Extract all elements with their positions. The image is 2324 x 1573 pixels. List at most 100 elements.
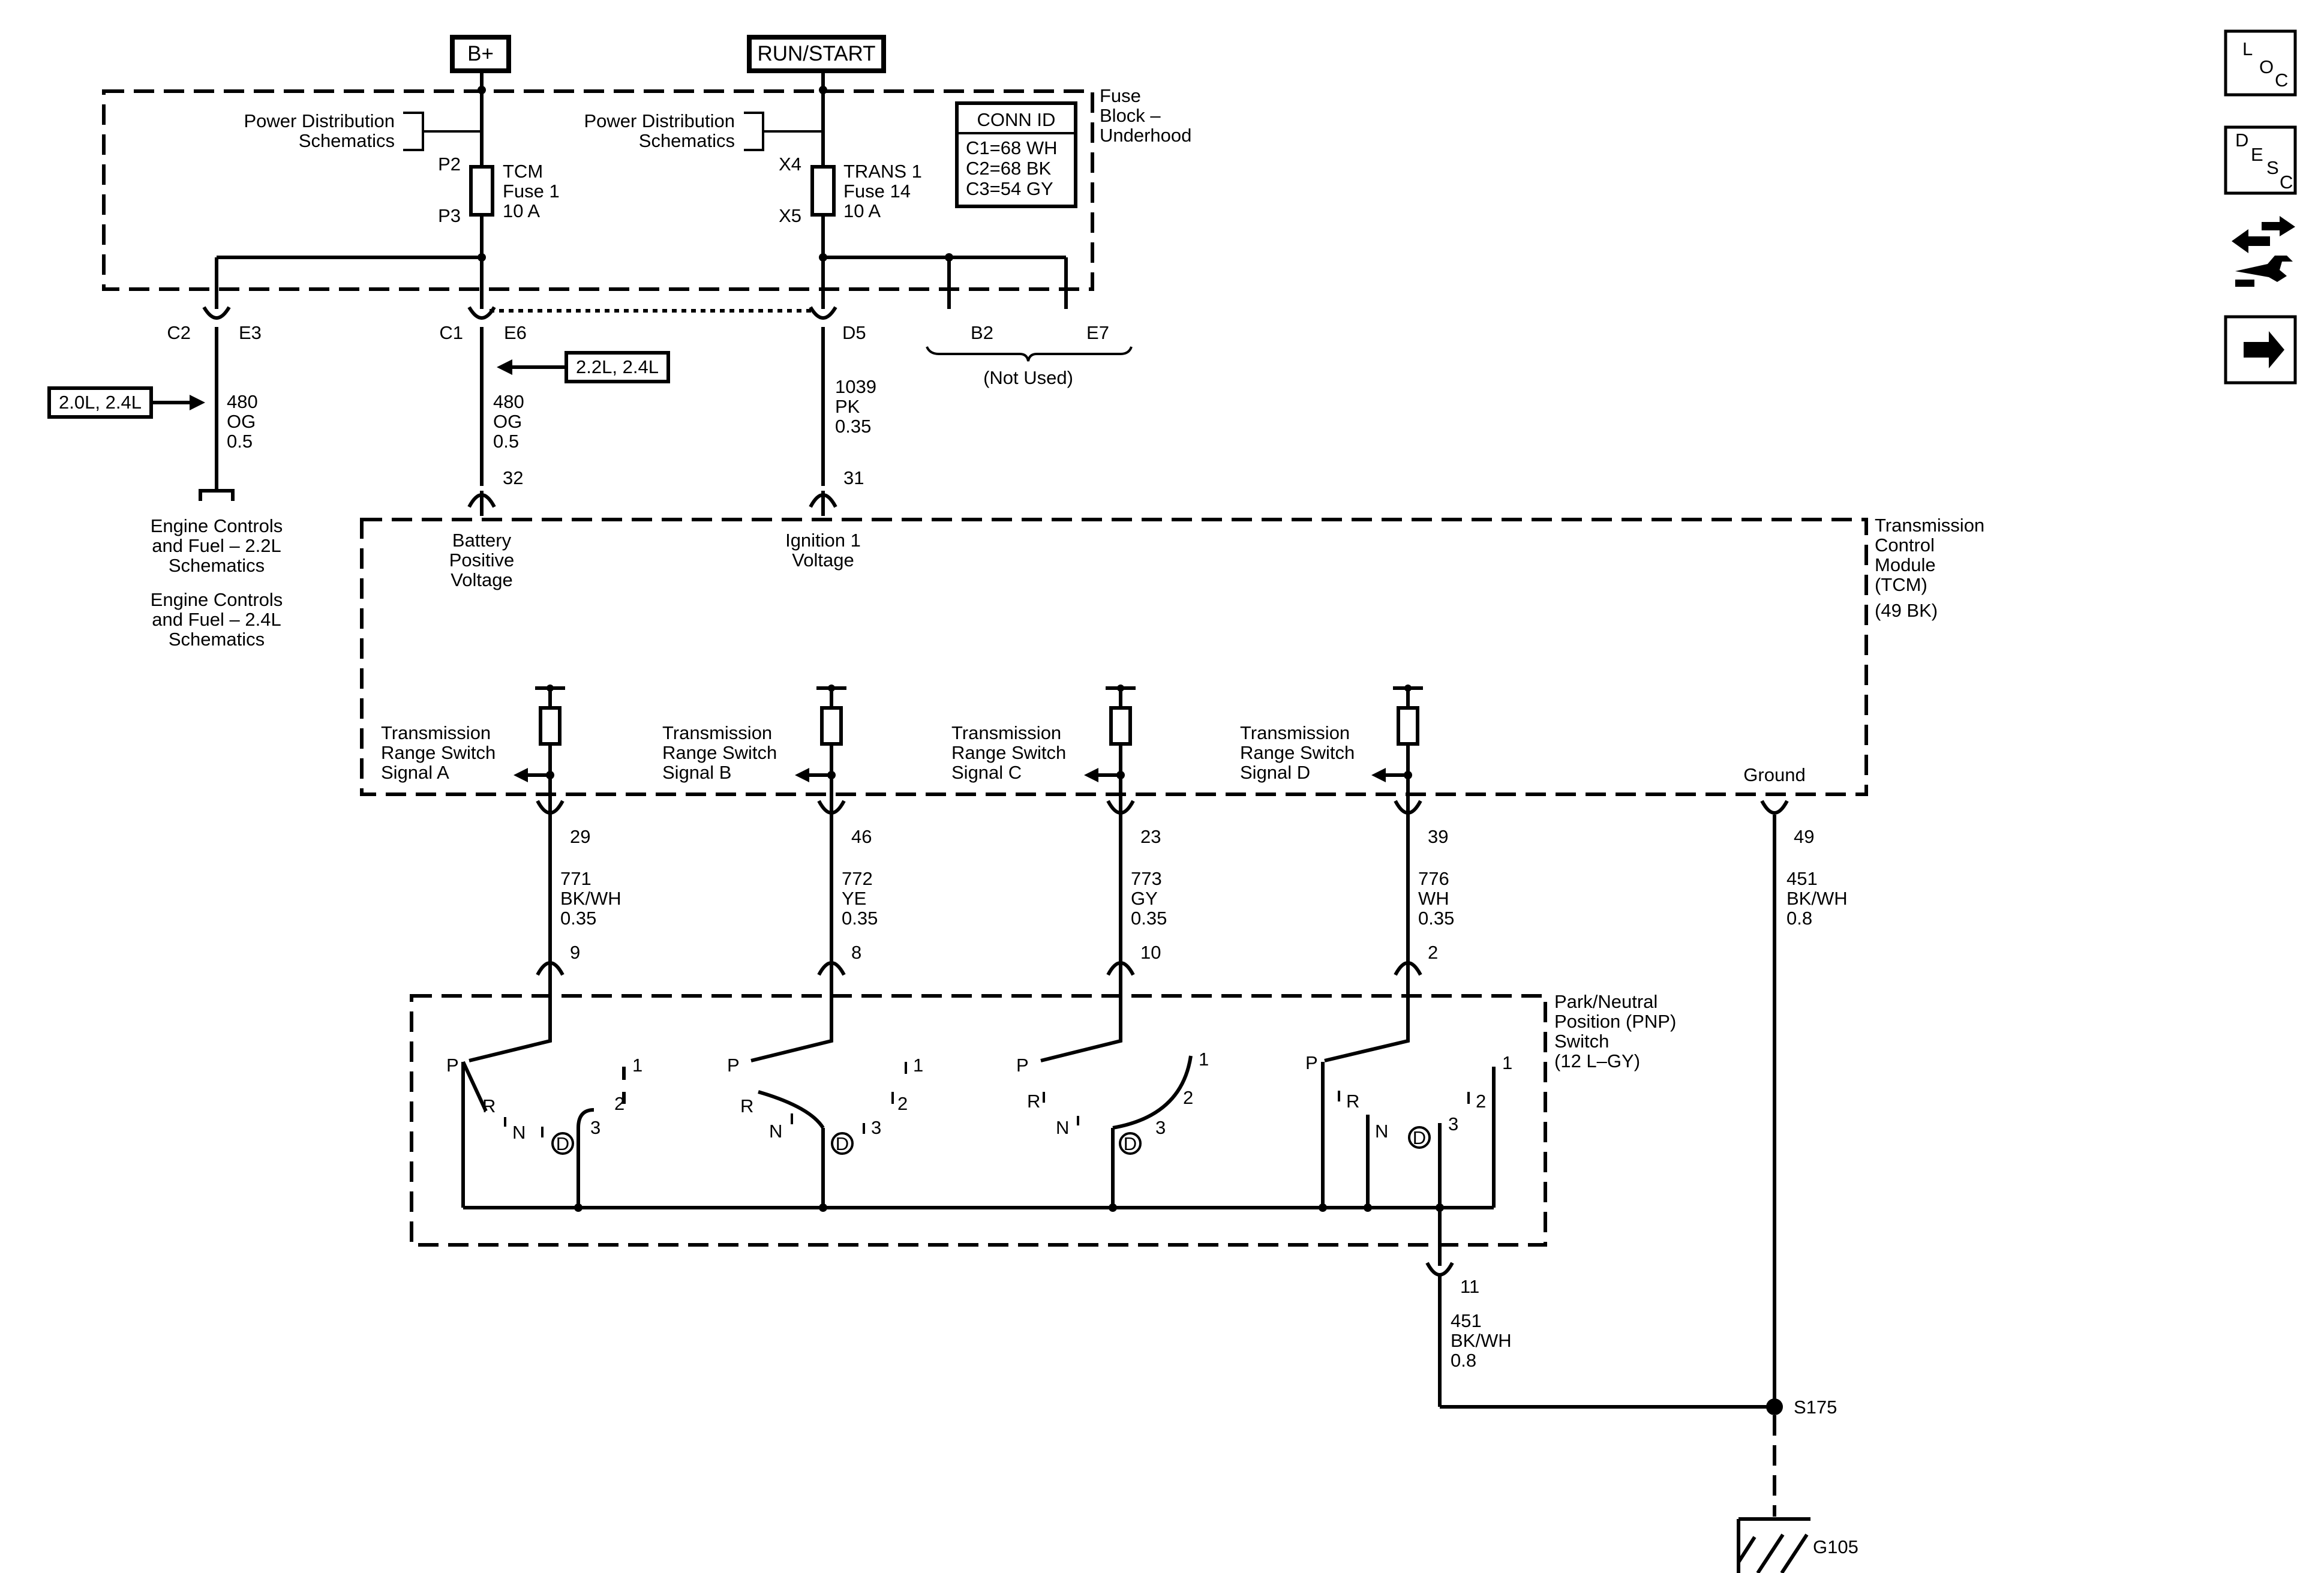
- tcm-signal-a: Transmission Range Switch Signal A 29: [381, 685, 590, 847]
- wire-1039-gauge: 0.35: [835, 416, 871, 437]
- pnp-switch-c: P R N D 3 2 1: [1016, 984, 1209, 1212]
- pnp-switch-d: P R N D 3 2 1: [1305, 984, 1512, 1212]
- pos-2-b: 2: [897, 1093, 908, 1114]
- tcm-signal-d: Transmission Range Switch Signal D 39: [1240, 685, 1448, 847]
- connector-cup-d5: [809, 306, 837, 320]
- wire-480-mid-color: OG: [493, 411, 522, 432]
- batt-label-1: Battery: [452, 530, 512, 551]
- loc-o: O: [2259, 56, 2274, 77]
- signal-c-label-2: Range Switch: [951, 742, 1066, 763]
- pnp-ground-cup: [1425, 1262, 1454, 1277]
- pnp-pin-9: 9: [570, 942, 580, 963]
- tcm-title-5: (49 BK): [1875, 600, 1938, 621]
- pos-p-a: P: [446, 1055, 459, 1076]
- signal-b-label-2: Range Switch: [662, 742, 777, 763]
- tcm-title-2: Control: [1875, 535, 1935, 556]
- fuse-block-outline: [102, 89, 1094, 291]
- option-tag-left-text: 2.0L, 2.4L: [59, 392, 142, 413]
- conn-id-box: CONN ID C1=68 WH C2=68 BK C3=54 GY: [955, 101, 1077, 208]
- pnp-pin-2-cup: [1394, 961, 1422, 976]
- pos-n-d: N: [1375, 1121, 1388, 1142]
- engine-ref-2: and Fuel – 2.2L: [152, 535, 281, 556]
- pos-d-c: D: [1124, 1133, 1137, 1154]
- pnp-pin-8: 8: [851, 942, 861, 963]
- bplus-source: B+: [450, 35, 511, 73]
- pnp-title-4: (12 L–GY): [1554, 1050, 1640, 1071]
- pwr-ref-right-2: Schematics: [639, 130, 735, 151]
- tcm-fuse-rating: 10 A: [503, 200, 540, 221]
- signal-b-pin: 46: [851, 826, 872, 847]
- wire-773-circuit: 773: [1131, 868, 1162, 889]
- ign-label-1: Ignition 1: [785, 530, 861, 551]
- desc-button[interactable]: D E S C: [2224, 125, 2297, 195]
- trans-fuse-rating: 10 A: [843, 200, 881, 221]
- arrow-right-icon: [2244, 331, 2284, 368]
- option-tag-middle-text: 2.2L, 2.4L: [576, 356, 659, 377]
- pos-n-c: N: [1056, 1117, 1069, 1138]
- pos-r-c: R: [1027, 1091, 1040, 1112]
- ign-label-2: Voltage: [792, 550, 854, 571]
- pos-1-b: 1: [913, 1055, 923, 1076]
- signal-d-pin: 39: [1428, 826, 1448, 847]
- pos-2-c: 2: [1183, 1087, 1193, 1108]
- pos-r-d: R: [1346, 1091, 1359, 1112]
- tcm-pin-32: 32: [503, 467, 523, 488]
- wire-772-circuit: 772: [842, 868, 873, 889]
- signal-c-label-1: Transmission: [951, 722, 1061, 743]
- pos-n-a: N: [512, 1122, 526, 1143]
- wire-1039-circuit: 1039: [835, 376, 876, 397]
- signal-a-label-1: Transmission: [381, 722, 491, 743]
- signal-c-pin: 23: [1140, 826, 1161, 847]
- connector-cup-e6: [467, 306, 496, 320]
- pwr-ref-left-1: Power Distribution: [244, 110, 395, 131]
- wire-1039-color: PK: [835, 396, 860, 417]
- engine-ref-3: Schematics: [169, 555, 265, 576]
- wire-480-left-circuit: 480: [227, 391, 258, 412]
- tcm-fuse-symbol: [469, 165, 494, 217]
- pos-d-a: D: [556, 1133, 569, 1154]
- pnp-ground-wire-color: BK/WH: [1451, 1330, 1512, 1351]
- tcm-fuse-name-2: Fuse 1: [503, 181, 560, 202]
- tcm-ground-cup: [1760, 800, 1789, 815]
- trans-fuse-top-pin: X4: [779, 154, 801, 175]
- pos-1-d: 1: [1502, 1052, 1512, 1073]
- wire-776-color: WH: [1418, 888, 1449, 909]
- pnp-ground-pin: 11: [1460, 1276, 1479, 1297]
- tcm-ground-pin: 49: [1794, 826, 1814, 847]
- fuse-block-title-1: Fuse: [1100, 85, 1141, 106]
- pnp-title-3: Switch: [1554, 1031, 1609, 1052]
- loc-l: L: [2242, 38, 2253, 59]
- run-start-source: RUN/START: [747, 35, 886, 73]
- connector-wrench-icon[interactable]: [2226, 215, 2295, 287]
- signal-b-label-1: Transmission: [662, 722, 772, 743]
- trans-fuse-bottom-pin: X5: [779, 205, 801, 226]
- fuse-block-title-3: Underhood: [1100, 125, 1191, 146]
- desc-c: C: [2280, 172, 2293, 193]
- pos-r-a: R: [482, 1095, 496, 1116]
- loc-button[interactable]: L O C: [2224, 29, 2297, 97]
- pnp-title-2: Position (PNP): [1554, 1011, 1676, 1032]
- ground-point-label: G105: [1813, 1536, 1858, 1557]
- pwr-ref-right-bracket: [744, 112, 764, 151]
- engine-ref-6: Schematics: [169, 629, 265, 650]
- pos-2-a: 2: [614, 1093, 624, 1114]
- pos-3-b: 3: [871, 1117, 881, 1138]
- pos-p-b: P: [727, 1055, 740, 1076]
- wire-771-gauge: 0.35: [560, 908, 596, 929]
- pnp-pin-8-cup: [817, 961, 846, 976]
- engine-ref-4: Engine Controls: [151, 589, 283, 610]
- tcm-title-4: (TCM): [1875, 574, 1927, 595]
- pos-3-c: 3: [1155, 1117, 1166, 1138]
- next-page-button[interactable]: [2224, 315, 2297, 385]
- pin-b2: B2: [971, 322, 993, 343]
- ground-symbol: [1737, 1517, 1810, 1573]
- fuse-block-title-2: Block –: [1100, 105, 1161, 126]
- conn-id-title: CONN ID: [977, 109, 1056, 130]
- pnp-ground-wire-circuit: 451: [1451, 1310, 1482, 1331]
- pos-p-c: P: [1016, 1055, 1029, 1076]
- desc-d: D: [2235, 130, 2248, 151]
- tcm-signal-b: Transmission Range Switch Signal B 46: [662, 685, 872, 847]
- desc-e: E: [2251, 144, 2263, 165]
- run-start-label: RUN/START: [757, 42, 875, 65]
